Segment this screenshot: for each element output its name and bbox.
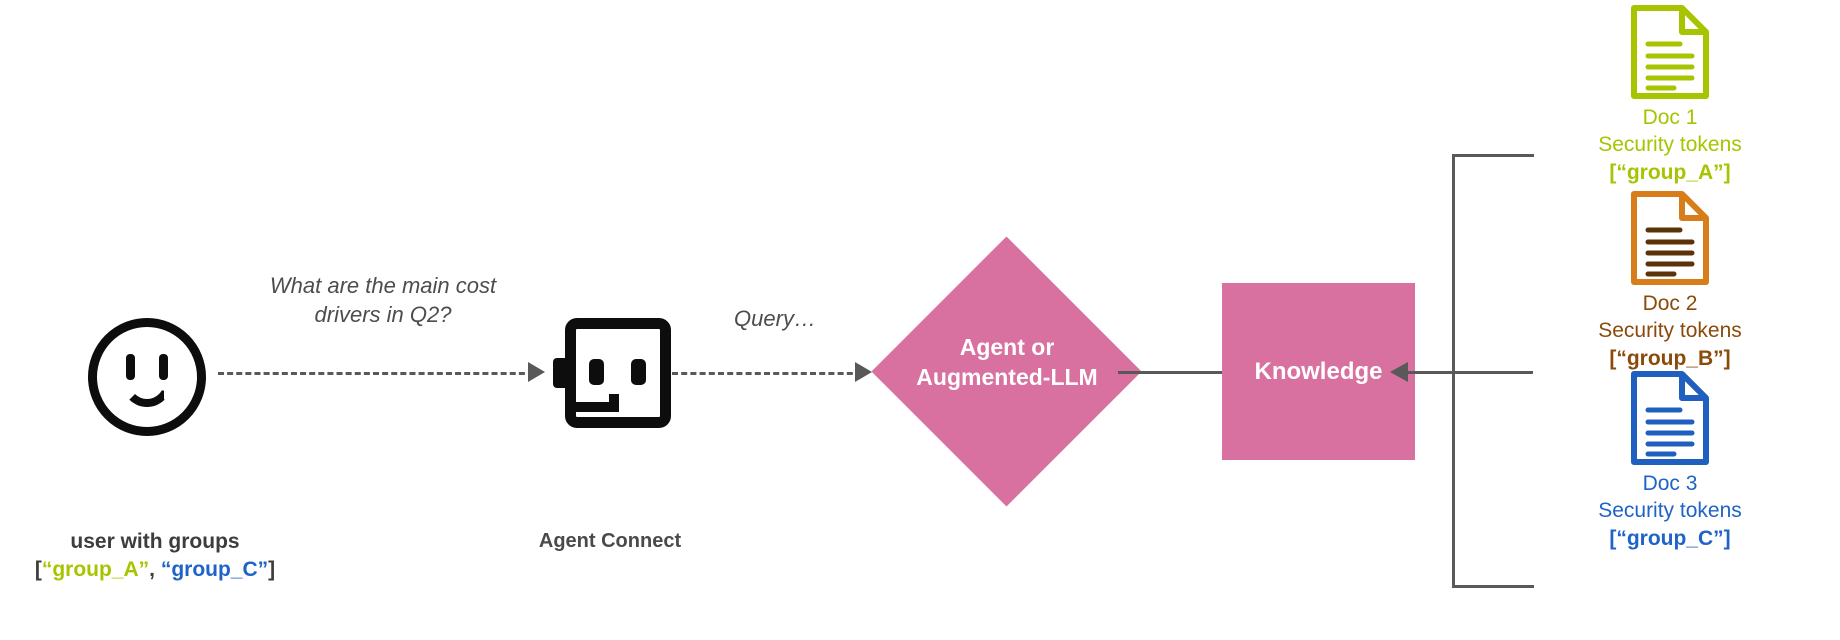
knowledge-node[interactable]: Knowledge: [1222, 283, 1415, 460]
document-name: Doc 2: [1642, 292, 1698, 315]
agent-connect-to-agent-arrowhead: [855, 362, 872, 382]
query-label: Query…: [734, 306, 816, 331]
user-groups-comma: ,: [149, 558, 161, 582]
document-page-icon: [1500, 4, 1840, 100]
documents-bracket-bottom-branch: [1452, 585, 1534, 588]
user-to-agent-connect-arrowhead: [528, 362, 545, 382]
robot-left-eye-icon: [589, 359, 604, 385]
documents-bracket-vertical: [1452, 154, 1455, 588]
document-tokens: [“group_C”]: [1609, 526, 1731, 550]
agent-node-label-line1: Agent or: [959, 334, 1055, 360]
document-page-icon-svg: [1631, 5, 1709, 99]
document-item[interactable]: Doc 3 Security tokens [“group_C”]: [1500, 370, 1840, 552]
document-caption: Doc 2 Security tokens [“group_B”]: [1500, 290, 1840, 372]
document-subtitle: Security tokens: [1598, 319, 1742, 343]
robot-right-eye-icon: [631, 359, 646, 385]
document-page-icon: [1500, 190, 1840, 286]
document-subtitle: Security tokens: [1598, 499, 1742, 523]
document-tokens: [“group_A”]: [1609, 160, 1731, 184]
agent-node[interactable]: Agent or Augmented-LLM: [871, 236, 1142, 507]
documents-to-knowledge-arrowhead: [1390, 362, 1408, 382]
document-page-icon: [1500, 370, 1840, 466]
agent-to-knowledge-line: [1118, 371, 1223, 374]
document-subtitle: Security tokens: [1598, 133, 1742, 157]
documents-bracket-top-branch: [1452, 154, 1534, 157]
user-to-agent-connect-line: [218, 372, 534, 375]
knowledge-node-label: Knowledge: [1254, 358, 1383, 385]
agent-node-label: Agent or Augmented-LLM: [872, 333, 1142, 393]
document-caption: Doc 3 Security tokens [“group_C”]: [1500, 470, 1840, 552]
user-question-label: What are the main cost drivers in Q2?: [269, 273, 497, 327]
agent-node-label-line2: Augmented-LLM: [916, 363, 1098, 390]
smiley-face-icon: [88, 318, 206, 436]
document-name: Doc 1: [1642, 106, 1698, 129]
robot-mouth-icon: [575, 394, 619, 412]
document-item[interactable]: Doc 2 Security tokens [“group_B”]: [1500, 190, 1840, 372]
document-tokens: [“group_B”]: [1609, 346, 1731, 370]
user-group-a: “group_A”: [41, 558, 150, 582]
agent-connect-label: Agent Connect: [538, 530, 682, 552]
agent-connect-to-agent-line: [672, 372, 862, 375]
user-groups-close-bracket: ]: [268, 558, 276, 582]
document-name: Doc 3: [1642, 472, 1698, 495]
robot-face-icon: [553, 318, 671, 428]
document-item[interactable]: Doc 1 Security tokens [“group_A”]: [1500, 4, 1840, 186]
document-page-icon-svg: [1631, 371, 1709, 465]
document-page-icon-svg: [1631, 191, 1709, 285]
user-caption-title: user with groups: [70, 530, 240, 553]
user-groups-list: [“group_A”, “group_C”]: [0, 556, 310, 584]
documents-to-knowledge-line: [1407, 371, 1533, 374]
user-groups-open-bracket: [: [34, 558, 42, 582]
document-caption: Doc 1 Security tokens [“group_A”]: [1500, 104, 1840, 186]
smiley-left-eye-icon: [126, 354, 135, 380]
smiley-right-eye-icon: [159, 354, 168, 380]
smiley-mouth-icon: [122, 375, 172, 407]
user-caption: user with groups [“group_A”, “group_C”]: [0, 528, 310, 585]
user-group-c: “group_C”: [160, 558, 269, 582]
